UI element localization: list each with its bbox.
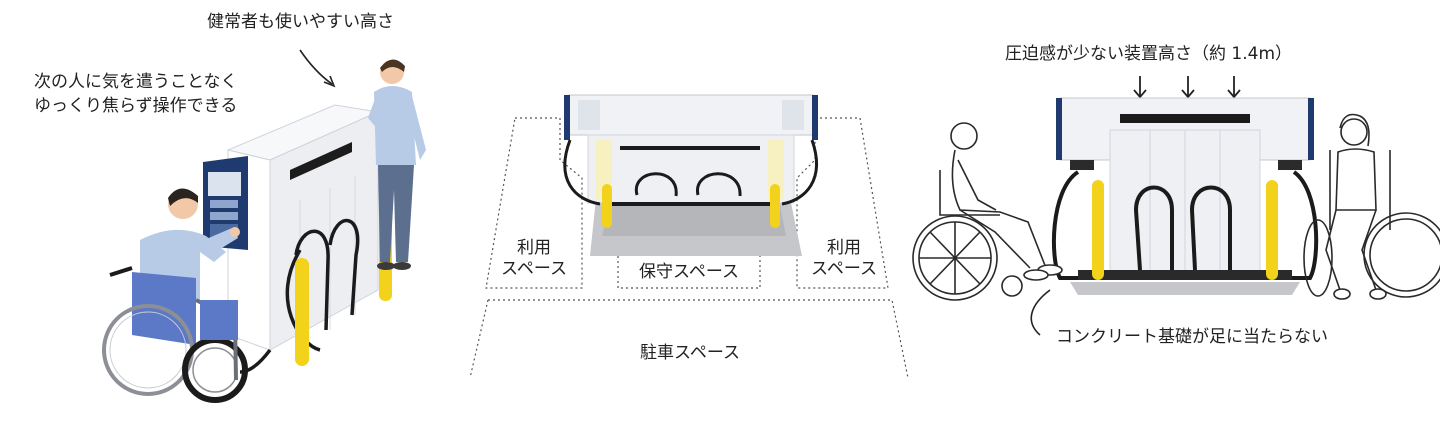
label-device-height: 圧迫感が少ない装置高さ（約 1.4m） (1005, 44, 1292, 64)
leader-line-foundation (1030, 289, 1051, 336)
label-accessible-height: 健常者も使いやすい高さ (207, 12, 394, 32)
down-arrow-icon (1133, 89, 1147, 99)
usage-space-left-zone (485, 117, 583, 289)
usage-space-right-zone (796, 117, 889, 289)
parking-space-zone-left (469, 299, 489, 379)
bollard-front (295, 258, 309, 366)
usage-space-left-line2: スペース (501, 259, 567, 279)
bollard-right (1266, 180, 1278, 280)
usage-space-right-line2: スペース (811, 259, 877, 279)
wheelchair-woman (1303, 113, 1440, 300)
usage-space-left-label: 利用 スペース (490, 238, 578, 280)
usage-space-left-line1: 利用 (517, 238, 551, 258)
down-arrow-icon (1181, 89, 1195, 99)
display-screen (208, 172, 241, 196)
ev-charger-front-view (1056, 97, 1314, 276)
ev-charger-top-view (564, 94, 818, 204)
wheelchair-user (102, 188, 248, 403)
charging-cables (239, 218, 360, 374)
parking-space-zone-right (488, 299, 909, 379)
vent-slot (1120, 114, 1250, 123)
usage-space-right-label: 利用 スペース (800, 238, 888, 280)
left-scene-drawing (102, 49, 426, 403)
label-no-rush-line2: ゆっくり焦らず操作できる (34, 96, 238, 116)
concrete-foundation (1070, 282, 1300, 295)
control-panel (203, 156, 248, 250)
arrow-head-icon (323, 75, 336, 88)
bollard-right (770, 184, 780, 228)
label-no-rush-line1: 次の人に気を遣うことなく (34, 72, 238, 92)
bollard-left (1092, 180, 1104, 280)
left-panel-illustration: 健常者も使いやすい高さ 次の人に気を遣うことなく ゆっくり焦らず操作できる (0, 0, 460, 435)
right-scene-drawing (912, 76, 1440, 336)
maintenance-space-zone (617, 211, 761, 289)
bollard-left (602, 184, 612, 228)
wheelchair-wheel (912, 215, 998, 301)
maintenance-space-label: 保守スペース (639, 262, 739, 282)
charging-cables-center (563, 139, 818, 206)
label-foundation-clearance: コンクリート基礎が足に当たらない (1056, 327, 1328, 347)
standing-person (368, 59, 426, 270)
leader-line (299, 49, 333, 85)
center-scene-drawing (469, 94, 909, 379)
charging-cables-right (1052, 170, 1319, 280)
parking-space-label: 駐車スペース (640, 343, 740, 363)
vent-slot (290, 142, 352, 180)
right-panel-illustration: 圧迫感が少ない装置高さ（約 1.4m） コンクリート基礎が足に当たらない (900, 0, 1440, 435)
down-arrow-icon (1227, 89, 1241, 99)
cable-tray (1078, 270, 1292, 280)
wheelchair-wheel (1363, 212, 1440, 298)
center-panel-layout-diagram: 利用 スペース 保守スペース 利用 スペース 駐車スペース (460, 0, 930, 435)
down-arrows (1133, 76, 1241, 99)
wheelchair-man (912, 122, 1063, 301)
usage-space-right-line1: 利用 (827, 238, 861, 258)
